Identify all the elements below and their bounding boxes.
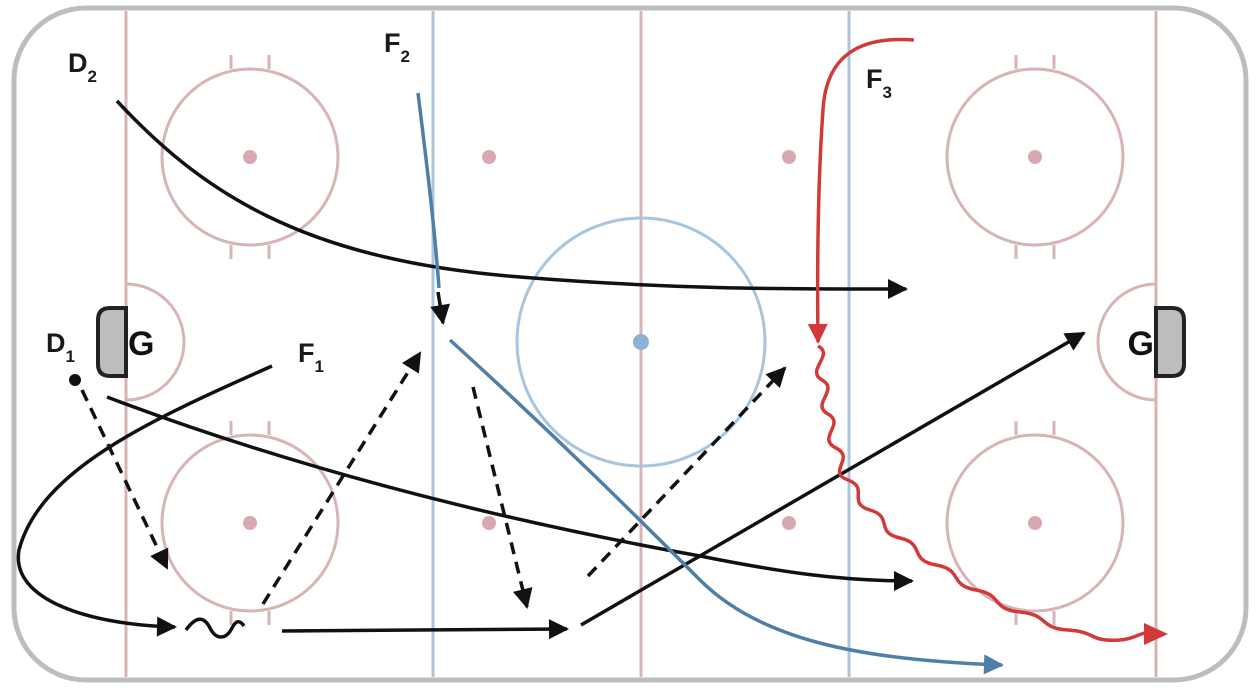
f3-puck-carry-arrowhead <box>1144 623 1168 645</box>
f1-skate-path-to-goal <box>580 331 1086 627</box>
pass-d1-to-f1 <box>80 389 169 570</box>
goal-net-right <box>1154 306 1186 378</box>
faceoff-dot <box>1028 516 1042 530</box>
player-label-d2: D2 <box>68 48 97 86</box>
f3-puck-carry-path <box>814 344 1147 642</box>
neutral-dot <box>782 516 796 530</box>
player-label-f2: F2 <box>384 28 410 66</box>
f1-skate-path <box>16 364 273 637</box>
faceoff-dot <box>243 516 257 530</box>
faceoff-dot <box>243 150 257 164</box>
goal-crease-left <box>125 282 186 402</box>
faceoff-circle-right-bottom <box>945 421 1125 625</box>
neutral-dot <box>782 150 796 164</box>
player-label-f1: F1 <box>298 338 324 376</box>
d1-start-marker <box>69 374 81 386</box>
neutral-dot <box>482 150 496 164</box>
f2-skate-path <box>416 92 441 289</box>
faceoff-circle-right-top <box>945 55 1125 259</box>
f3-skate-path <box>807 37 915 344</box>
d1-skate-path <box>106 395 914 591</box>
d2-skate-path <box>115 99 908 300</box>
f1-stickhandle-squiggle <box>184 617 246 639</box>
player-label-f3: F3 <box>866 64 892 102</box>
center-circle <box>515 216 767 468</box>
f1-skate-path-neutral <box>281 619 569 640</box>
faceoff-dot <box>1028 150 1042 164</box>
rink-boards <box>11 5 1249 683</box>
center-dot <box>633 334 649 350</box>
goal-crease-right <box>1096 282 1157 402</box>
player-label-d1: D1 <box>46 328 75 366</box>
f2-skate-path-curve <box>448 338 1004 675</box>
goal-net-left <box>96 306 128 378</box>
goalie-right-label: G <box>1128 325 1154 363</box>
pass-f1-to-f3 <box>586 366 787 578</box>
neutral-dot <box>482 516 496 530</box>
goalie-left-label: G <box>128 325 154 363</box>
pass-f1-to-f2 <box>261 351 422 605</box>
pass-f2-to-f1 <box>471 386 533 609</box>
faceoff-circle-left-top <box>160 55 340 259</box>
pass-f2-back <box>430 291 451 325</box>
faceoff-circle-left-bottom <box>160 421 340 625</box>
